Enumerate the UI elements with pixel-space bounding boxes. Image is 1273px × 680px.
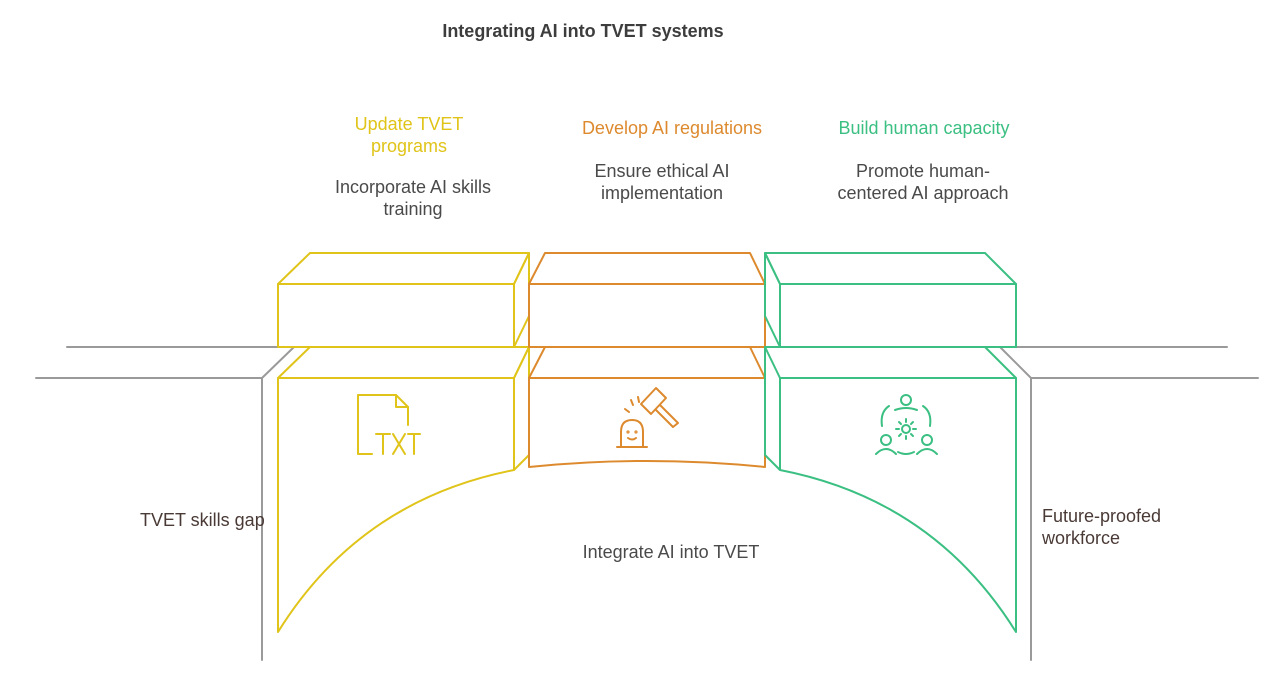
near-cliff-right (999, 346, 1259, 661)
people-gear-icon (875, 394, 938, 455)
yellow-arch-top (277, 346, 530, 379)
yellow-arch-side (513, 346, 530, 471)
right-cliff-label: Future-proofed workforce (1042, 506, 1162, 548)
orange-block-front (528, 283, 766, 348)
yellow-block-side (513, 252, 530, 348)
green-arch-front (779, 377, 1017, 633)
left-cliff-label: TVET skills gap (140, 510, 265, 530)
green-block-front (779, 283, 1017, 348)
pillar-heading-regulations: Develop AI regulations (581, 118, 763, 138)
pillar-description-regulations: Ensure ethical AI implementation (594, 161, 730, 203)
yellow-block-front (277, 283, 515, 348)
orange-arch-top (528, 346, 766, 379)
diagram-title: Integrating AI into TVET systems (442, 21, 724, 41)
pillar-green (764, 252, 1017, 633)
pillar-heading-capacity: Build human capacity (838, 118, 1010, 138)
orange-arch-front (528, 377, 766, 468)
bridge-label: Integrate AI into TVET (582, 542, 760, 562)
green-block-top (764, 252, 1017, 285)
near-cliff-left (35, 346, 295, 661)
txt-file-icon (357, 394, 421, 455)
pillar-yellow (277, 252, 530, 633)
pillar-description-capacity: Promote human-centered AI approach (837, 161, 1009, 203)
yellow-block-top (277, 252, 530, 285)
green-block-side (764, 252, 781, 348)
pillar-description-update: Incorporate AI skills training (334, 177, 492, 219)
green-arch-top (764, 346, 1017, 379)
pillar-orange (528, 252, 766, 468)
gavel-robot-icon (616, 387, 679, 448)
yellow-arch-front (277, 377, 515, 633)
green-arch-side (764, 346, 781, 471)
pillar-heading-update: Update TVET programs (354, 114, 464, 156)
ground-lines (35, 346, 1259, 661)
orange-block-top (528, 252, 766, 285)
